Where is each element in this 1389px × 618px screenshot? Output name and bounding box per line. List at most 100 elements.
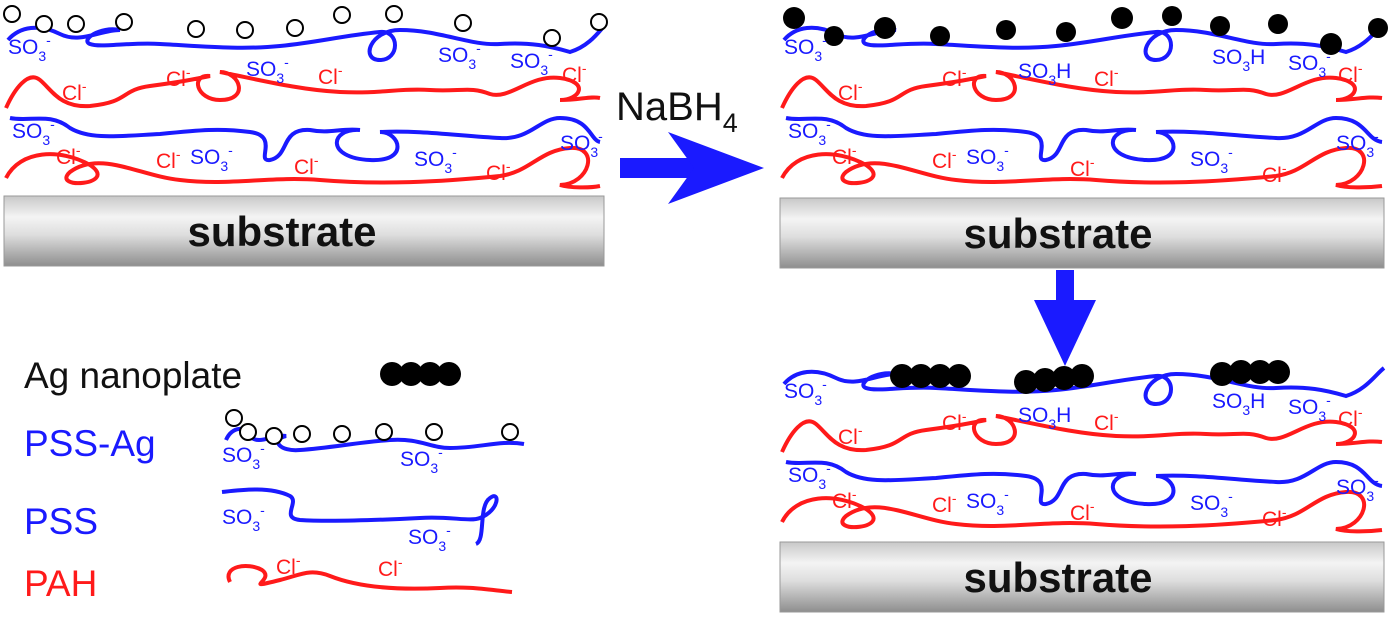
sulfonate-label: SO3-: [1190, 144, 1233, 176]
legend-pah-swatch: Cl- Cl-: [226, 552, 513, 594]
reaction-arrow-right: NaBH4: [616, 85, 764, 204]
ag-nanoparticle: [1162, 6, 1182, 26]
panel-aggregated: substrate SO3- SO3H SO3H SO3- SO3- SO: [779, 360, 1386, 613]
ag-ion: [333, 6, 351, 24]
arrow-shaft: [620, 158, 700, 178]
pss-chain: [785, 115, 1383, 163]
sulfonate-label: SO3-: [400, 444, 443, 476]
chloride-label: Cl-: [562, 60, 587, 87]
pah-chain: [780, 414, 1383, 453]
chloride-label: Cl-: [832, 486, 857, 513]
ag-nanoplate: [437, 362, 461, 386]
legend-pss-swatch: SO3- SO3-: [221, 487, 499, 554]
ag-nanoplate: [1014, 370, 1038, 394]
chloride-label: Cl-: [1070, 498, 1095, 525]
pss-chain: [9, 115, 601, 163]
ag-ion: [501, 423, 519, 441]
ag-nanoplate: [928, 364, 952, 388]
sulfonic-acid-label: SO3H: [1018, 60, 1071, 88]
ag-ion: [333, 425, 351, 443]
sulfonate-label: SO3-: [1288, 392, 1331, 424]
ag-nanoplate-group: [890, 360, 1290, 394]
chloride-label: Cl-: [294, 152, 319, 179]
panel-reduced: substrate SO3- SO3H SO3H SO3- SO3- SO: [779, 6, 1388, 269]
ag-nanoplate: [1070, 364, 1094, 388]
ag-nanoplate: [909, 364, 933, 388]
pss-chain: [782, 22, 1386, 63]
chloride-label: Cl-: [838, 78, 863, 105]
ag-nanoparticle: [996, 20, 1016, 40]
legend-label-pss-ag: PSS-Ag: [24, 423, 156, 464]
ag-ion: [187, 20, 205, 38]
chloride-label: Cl-: [1262, 504, 1287, 531]
chloride-label: Cl-: [932, 490, 957, 517]
ag-nanoparticle: [1268, 14, 1288, 34]
ag-ion: [3, 5, 21, 23]
ag-nanoparticle: [1210, 16, 1230, 36]
ag-nanoparticle: [930, 26, 950, 46]
pah-chain: [780, 489, 1383, 534]
pah-chain: [780, 145, 1383, 190]
ag-ion: [425, 423, 443, 441]
ag-nanoplate: [1052, 366, 1076, 390]
ag-nanoparticle: [824, 26, 844, 46]
substrate-label: substrate: [963, 210, 1152, 257]
ag-nanoparticle: [783, 7, 805, 29]
legend-label-ag-nanoplate: Ag nanoplate: [24, 355, 242, 396]
sulfonic-acid-label: SO3H: [1212, 390, 1265, 418]
legend-label-pah: PAH: [24, 563, 97, 604]
ag-ion: [265, 427, 283, 445]
ag-nanoparticle-group: [783, 6, 1388, 55]
ag-nanoplate: [418, 362, 442, 386]
pah-chain: [780, 70, 1383, 109]
chloride-label: Cl-: [166, 64, 191, 91]
panel-initial: substrate SO3- SO3- SO3-: [3, 5, 608, 267]
chloride-label: Cl-: [1070, 154, 1095, 181]
arrow-head: [1034, 300, 1096, 366]
ag-nanoparticle: [1056, 22, 1076, 42]
chloride-label: Cl-: [942, 64, 967, 91]
sulfonate-label: SO3-: [222, 502, 265, 534]
ag-nanoparticle: [1320, 33, 1342, 55]
substrate-slab: [779, 197, 1385, 269]
pah-chain: [226, 564, 513, 594]
ag-ion: [67, 15, 85, 33]
chloride-label: Cl-: [1338, 404, 1363, 431]
substrate-slab: [3, 195, 605, 267]
ag-nanoplate: [1229, 360, 1253, 384]
ag-nanoplate: [380, 362, 404, 386]
sulfonate-label: SO3-: [190, 142, 233, 174]
reaction-arrow-down: [1034, 270, 1096, 366]
chloride-label: Cl-: [276, 552, 301, 579]
chloride-label: Cl-: [318, 62, 343, 89]
ag-ion: [454, 14, 472, 32]
ag-nanoparticle: [1111, 7, 1133, 29]
substrate-label: substrate: [963, 554, 1152, 601]
sulfonate-label: SO3-: [966, 142, 1009, 174]
sulfonate-label: SO3-: [1288, 48, 1331, 80]
sulfonate-label: SO3-: [560, 128, 603, 160]
legend-nanoplate-swatch: [380, 362, 461, 386]
substrate-slab: [779, 541, 1385, 613]
sulfonate-label: SO3-: [12, 116, 55, 148]
sulfonate-label: SO3-: [788, 116, 831, 148]
ag-ion: [286, 19, 304, 37]
chloride-label: Cl-: [378, 554, 403, 581]
sulfonate-label: SO3-: [788, 460, 831, 492]
ag-ion: [236, 21, 254, 39]
sulfonate-label: SO3-: [784, 376, 827, 408]
ag-ion: [293, 425, 311, 443]
chloride-label: Cl-: [932, 146, 957, 173]
chloride-label: Cl-: [1262, 160, 1287, 187]
chloride-label: Cl-: [486, 158, 511, 185]
ag-nanoparticle: [874, 17, 896, 39]
ag-nanoplate: [1210, 362, 1234, 386]
chloride-label: Cl-: [838, 422, 863, 449]
chloride-label: Cl-: [62, 78, 87, 105]
ag-nanoplate: [399, 362, 423, 386]
ag-ion: [590, 13, 608, 31]
pah-chain: [4, 70, 601, 109]
ag-nanoplate: [890, 364, 914, 388]
legend-pss-ag-swatch: SO3- SO3-: [222, 409, 525, 476]
